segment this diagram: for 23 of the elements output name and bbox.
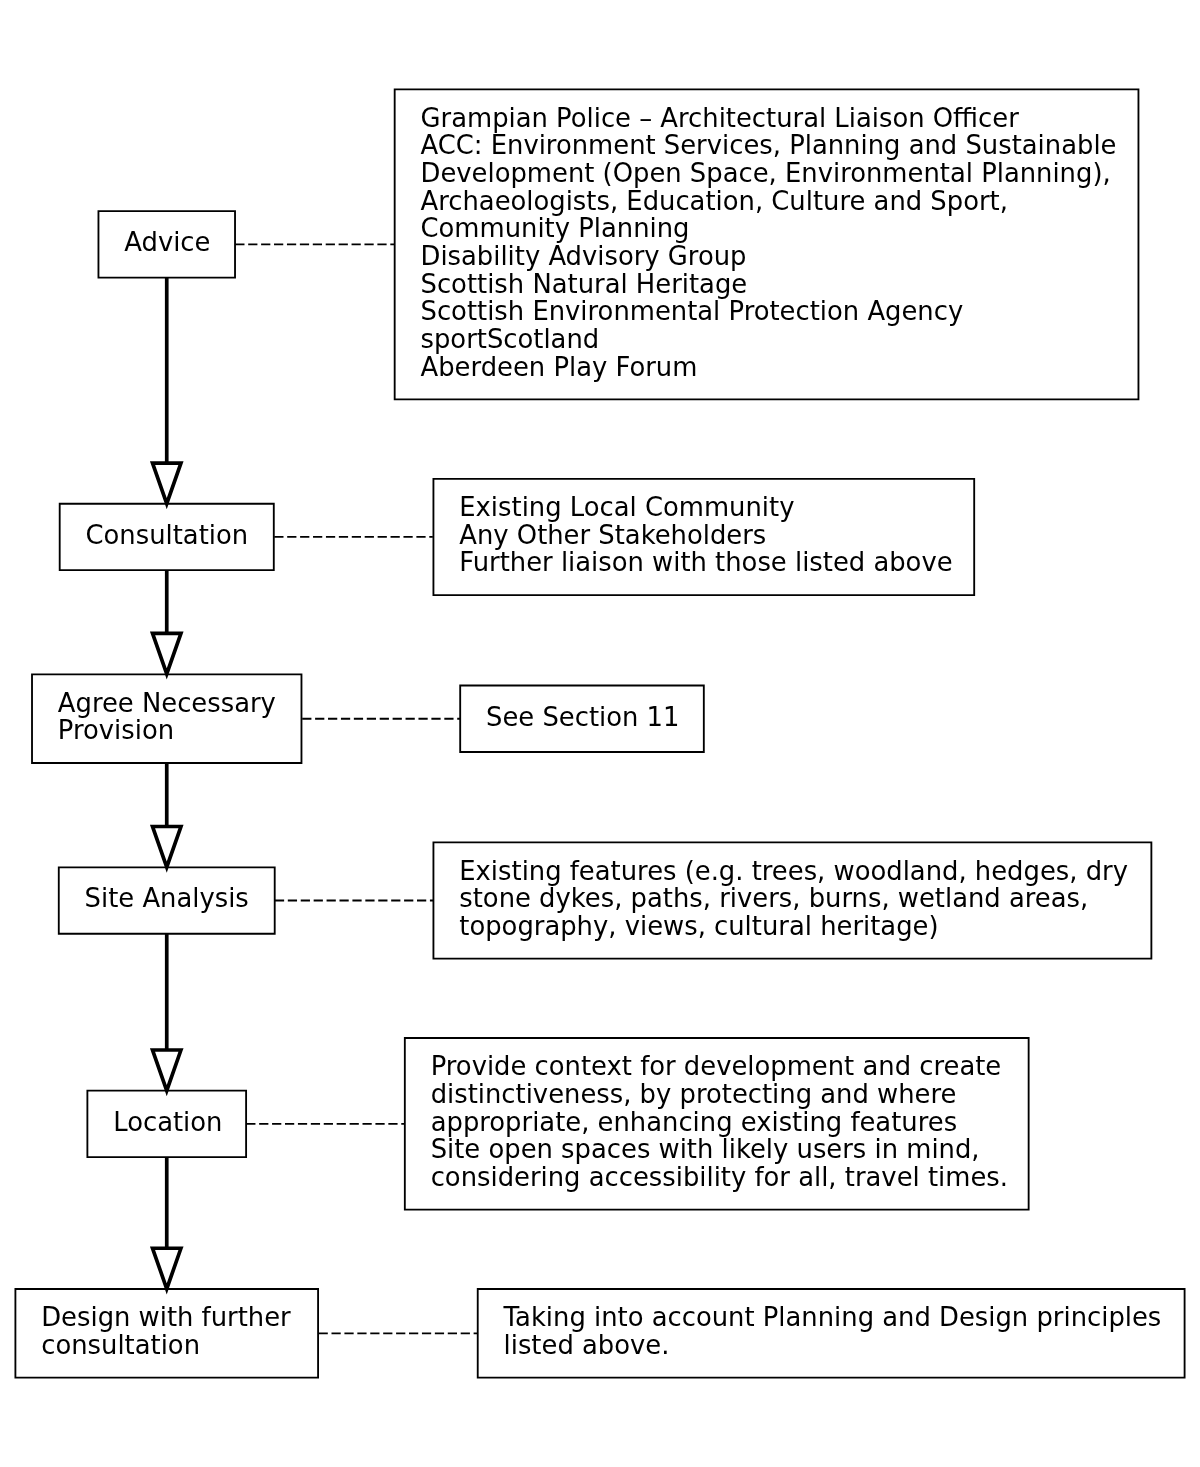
arrow	[149, 1157, 184, 1295]
connector	[234, 243, 396, 246]
arrow	[149, 763, 184, 873]
node-box: Location	[86, 1089, 248, 1158]
node-box: Taking into account Planning and Design principles listed above.	[476, 1288, 1186, 1379]
node-box: Agree Necessary Provision	[31, 673, 303, 764]
node-box: Site Analysis	[57, 866, 276, 935]
connector	[273, 536, 434, 538]
node-box: Grampian Police – Architectural Liaison Officer ACC: Environment Services, Planning and Sustainable Development (Open Space, Environmental Planning), Archaeologists, Education, Culture and Sport, Community Planning Disability Advisory Group Scottish Natural Heritage Scottish Environmental Protection Agency sportScotland Aberdeen Play Forum	[393, 88, 1140, 401]
arrow	[149, 570, 184, 680]
connector	[273, 899, 434, 902]
node-box: See Section 11	[459, 684, 705, 753]
connector	[317, 1332, 479, 1335]
node-box: Design with further consultation	[14, 1288, 319, 1379]
connector	[301, 717, 462, 720]
node-box: Advice	[97, 210, 236, 279]
node-box: Existing Local Community Any Other Stakeholders Further liaison with those listed above	[432, 477, 976, 596]
arrow	[149, 277, 184, 510]
arrow	[149, 933, 184, 1097]
node-box: Provide context for development and create distinctiveness, by protecting and where appropriate, enhancing existing features Site open spaces with likely users in mind, considering accessibility for all, travel times.	[403, 1037, 1030, 1211]
node-box: Existing features (e.g. trees, woodland, hedges, dry stone dykes, paths, rivers, burns, wetland areas, topography, views, cultural heritage)	[432, 841, 1153, 960]
connector	[245, 1122, 406, 1125]
node-box: Consultation	[58, 502, 275, 572]
